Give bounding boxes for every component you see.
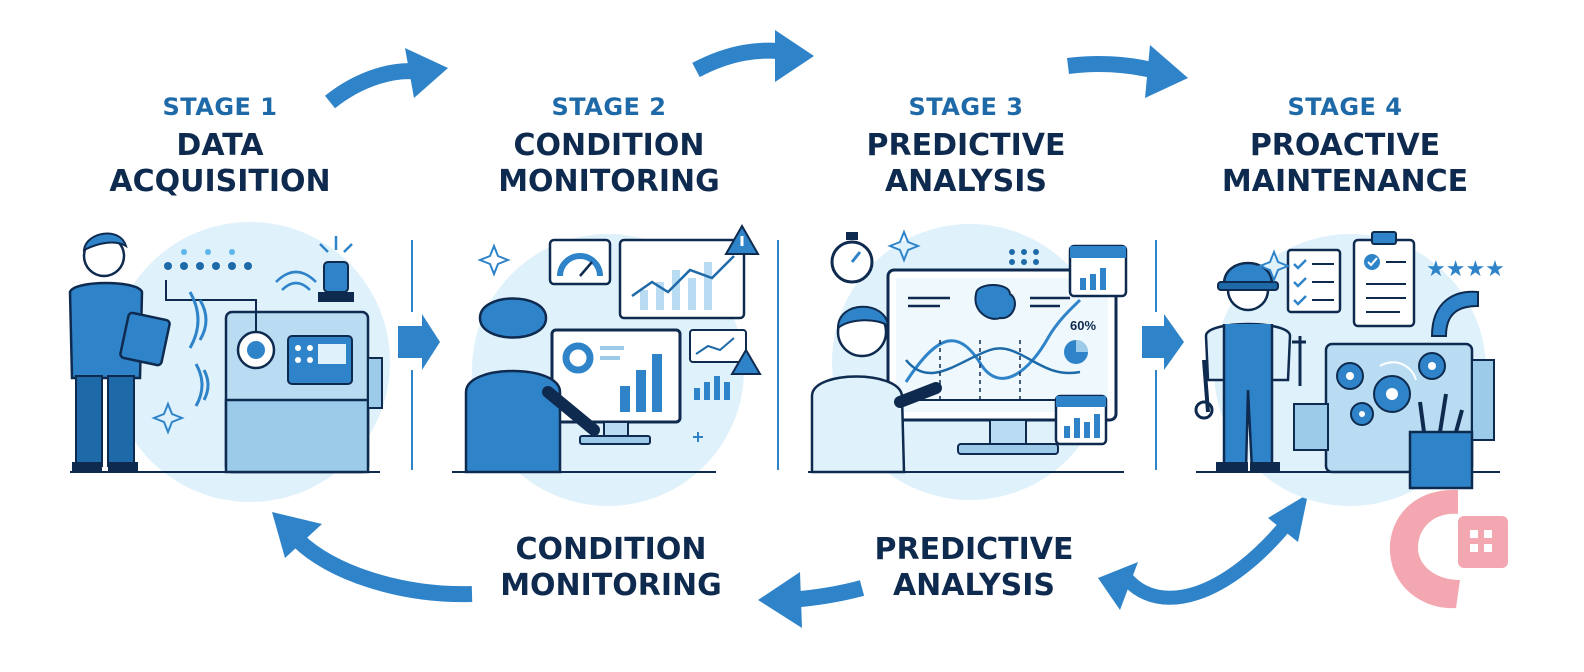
analysis-percent: 60% [1070, 318, 1096, 333]
stage-3-title-line2: ANALYSIS [884, 164, 1048, 199]
stage-1-illustration [68, 222, 390, 502]
separator-3 [1142, 240, 1184, 470]
watermark-logo-icon [1389, 489, 1508, 609]
separator-1 [398, 240, 440, 470]
bottom-arrow-left [272, 512, 473, 603]
bottom-label-condition-monitoring: CONDITION MONITORING [461, 532, 761, 604]
stage-4-illustration: ★★★★ [1194, 231, 1505, 506]
bottom-label-2-line1: PREDICTIVE [874, 532, 1074, 567]
bottom-label-1-line1: CONDITION [515, 532, 707, 567]
stage-4-title-line2: MAINTENANCE [1221, 164, 1469, 199]
stage-1-heading: STAGE 1 DATA ACQUISITION [60, 92, 380, 200]
stage-2-title-line2: MONITORING [498, 164, 720, 199]
stage-4-title-line1: PROACTIVE [1249, 128, 1441, 163]
stage-4-number: STAGE 4 [1287, 93, 1403, 121]
stage-2-illustration [452, 223, 762, 506]
stage-3-heading: STAGE 3 PREDICTIVE ANALYSIS [806, 92, 1126, 200]
bottom-label-1-line2: MONITORING [500, 568, 722, 603]
bottom-label-2-line2: ANALYSIS [892, 568, 1056, 603]
rating-stars-icon: ★★★★ [1426, 257, 1505, 282]
stage-1-number: STAGE 1 [162, 93, 278, 121]
stage-2-number: STAGE 2 [551, 93, 667, 121]
top-arrow-1 [325, 48, 448, 109]
stage-2-heading: STAGE 2 CONDITION MONITORING [449, 92, 769, 200]
stage-1-title-line1: DATA [176, 128, 264, 163]
stage-3-illustration: 60% [808, 224, 1128, 500]
stage-2-title-line1: CONDITION [513, 128, 705, 163]
top-arrow-2 [692, 30, 814, 82]
top-arrow-3 [1067, 45, 1188, 98]
bottom-arrow-middle [758, 572, 865, 628]
stage-4-heading: STAGE 4 PROACTIVE MAINTENANCE [1185, 92, 1505, 200]
stage-3-title-line1: PREDICTIVE [866, 128, 1066, 163]
stage-1-title-line2: ACQUISITION [109, 164, 331, 199]
bottom-arrow-right [1098, 494, 1308, 610]
bottom-label-predictive-analysis: PREDICTIVE ANALYSIS [824, 532, 1124, 604]
stage-3-number: STAGE 3 [908, 93, 1024, 121]
